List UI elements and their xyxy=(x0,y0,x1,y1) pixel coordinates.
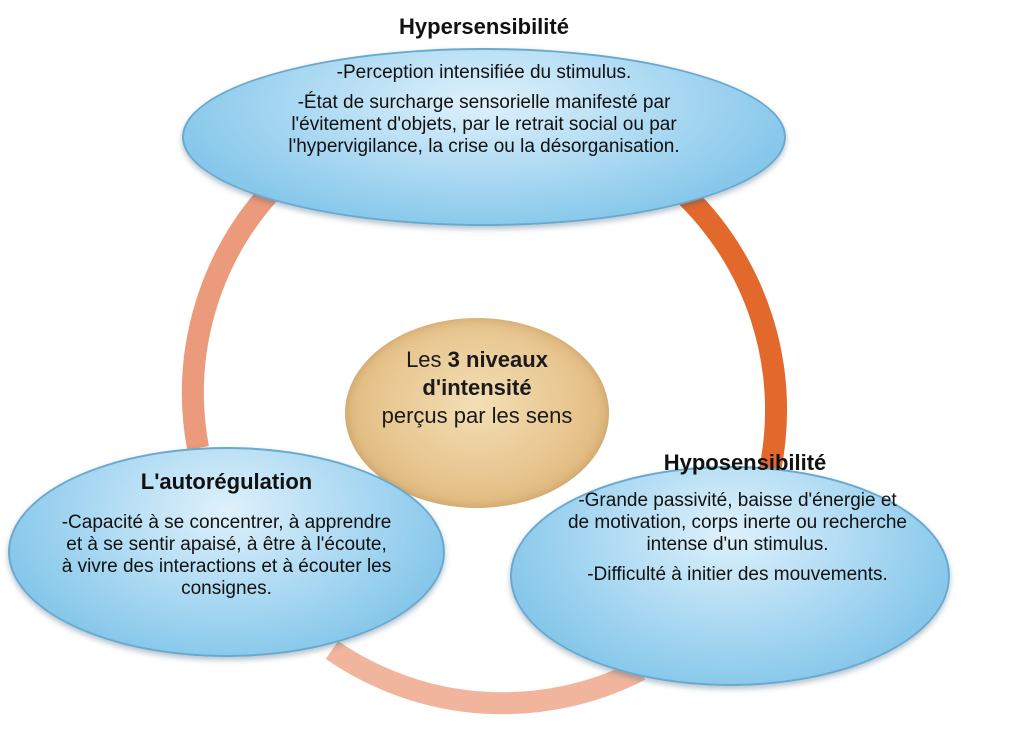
center-bold: 3 niveaux d'intensité xyxy=(422,347,548,400)
node-body: -Perception intensifiée du stimulus. -Ét… xyxy=(254,62,714,166)
center-prefix: Les xyxy=(406,347,448,372)
node-title: Hyposensibilité xyxy=(663,450,827,475)
node-title: L'autorégulation xyxy=(140,469,313,494)
arc-bottom xyxy=(325,640,646,715)
node-hyposensibilite: Hyposensibilité -Grande passivité, baiss… xyxy=(510,450,950,686)
node-body: -Grande passivité, baisse d'énergie et d… xyxy=(567,490,908,594)
center-circle: Les 3 niveaux d'intensité perçus par les… xyxy=(345,318,609,508)
center-suffix: perçus par les sens xyxy=(381,403,573,428)
node-title: Hypersensibilité xyxy=(399,14,569,39)
node-item: -Capacité à se concentrer, à apprendre e… xyxy=(61,512,392,599)
node-item: -Perception intensifiée du stimulus. xyxy=(336,62,632,83)
arc-top-to-right xyxy=(672,181,788,473)
center-label: Les 3 niveaux d'intensité perçus par les… xyxy=(365,346,589,430)
node-autoregulation: L'autorégulation -Capacité à se concentr… xyxy=(8,447,445,657)
node-body: -Capacité à se concentrer, à apprendre e… xyxy=(60,512,393,608)
node-item: -Grande passivité, baisse d'énergie et d… xyxy=(567,490,907,555)
node-hypersensibilite: Hypersensibilité -Perception intensifiée… xyxy=(182,14,786,226)
node-item: -Difficulté à initier des mouvements. xyxy=(587,564,888,585)
node-item: -État de surcharge sensorielle manifesté… xyxy=(288,92,680,157)
arc-left-to-top xyxy=(181,182,281,451)
